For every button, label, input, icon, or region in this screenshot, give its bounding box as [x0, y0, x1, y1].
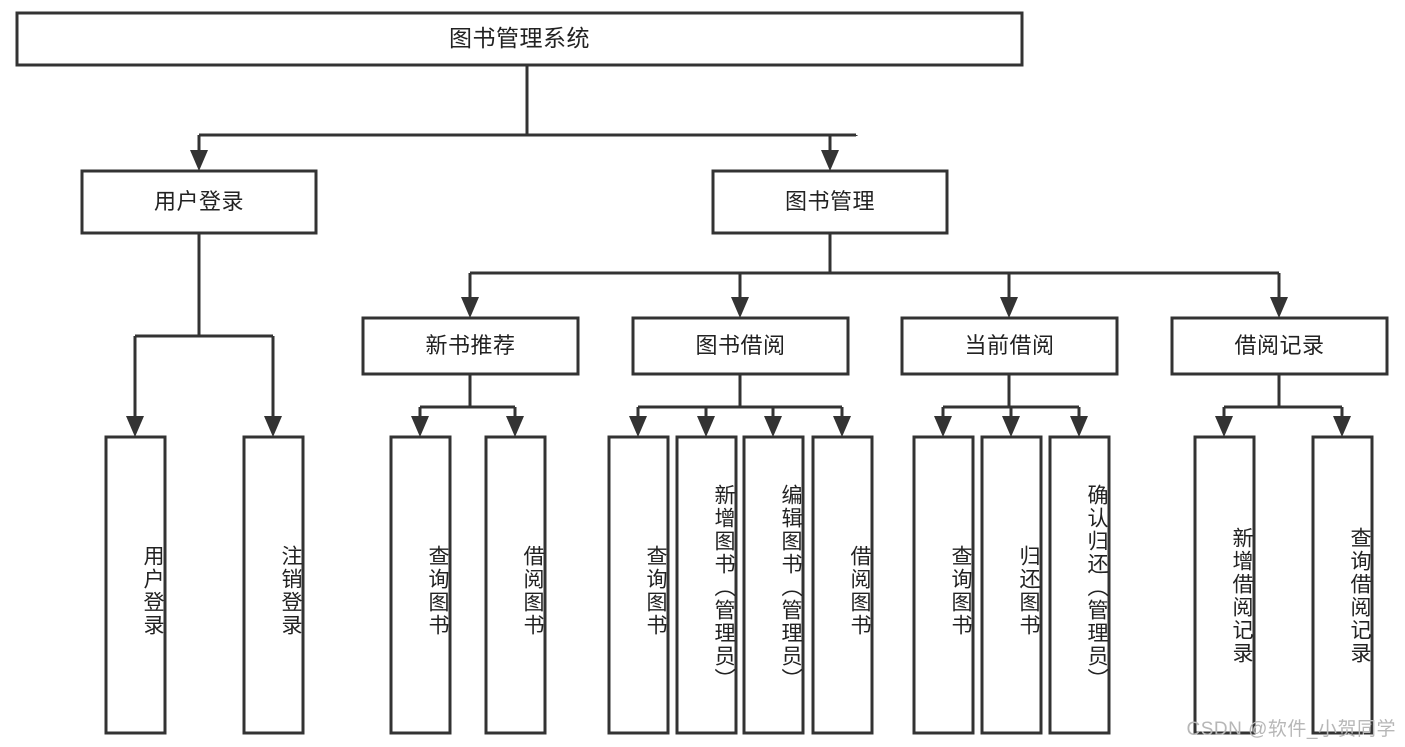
node-box-current-borrow[interactable]	[900, 316, 1119, 376]
arrow-head-leaf-confirm-return	[1070, 416, 1088, 437]
arrow-head-leaf-return-book	[1002, 416, 1020, 437]
arrow-head-new-book-recommend	[461, 297, 479, 318]
node-box-borrow-record[interactable]	[1170, 316, 1389, 376]
connector-new-book-recommend-to-leaves	[411, 374, 524, 437]
node-box-leaf-query-book-1[interactable]	[389, 435, 452, 735]
node-box-new-book-recommend[interactable]	[361, 316, 580, 376]
node-box-leaf-query-book-3[interactable]	[912, 435, 975, 735]
arrow-head-leaf-user-logout	[264, 416, 282, 437]
arrow-head-current-borrow	[1000, 297, 1018, 318]
connector-user-login-to-leaves	[126, 233, 282, 437]
connector-book-borrow-to-leaves	[629, 374, 851, 437]
node-box-leaf-user-logout[interactable]	[242, 435, 305, 735]
arrow-head-borrow-record	[1270, 297, 1288, 318]
node-box-leaf-query-book-2[interactable]	[607, 435, 670, 735]
node-box-root[interactable]	[15, 11, 1024, 67]
node-box-book-borrow[interactable]	[631, 316, 850, 376]
arrow-head-leaf-borrow-book-1	[506, 416, 524, 437]
node-box-leaf-add-record[interactable]	[1193, 435, 1256, 735]
node-box-leaf-borrow-book-2[interactable]	[811, 435, 874, 735]
arrow-head-leaf-edit-book	[764, 416, 782, 437]
node-box-leaf-return-book[interactable]	[980, 435, 1043, 735]
arrow-head-leaf-query-book-3	[934, 416, 952, 437]
node-box-leaf-confirm-return[interactable]	[1048, 435, 1111, 735]
arrow-head-leaf-add-book	[697, 416, 715, 437]
arrow-head-leaf-borrow-book-2	[833, 416, 851, 437]
connector-borrow-record-to-leaves	[1215, 374, 1351, 437]
arrow-head-leaf-query-book-1	[411, 416, 429, 437]
arrow-head-leaf-query-book-2	[629, 416, 647, 437]
arrow-head-leaf-query-record	[1333, 416, 1351, 437]
node-box-book-manage[interactable]	[711, 169, 949, 235]
node-box-leaf-add-book[interactable]	[675, 435, 738, 735]
arrow-head-user-login	[190, 150, 208, 171]
arrow-head-book-manage	[821, 150, 839, 171]
node-box-leaf-user-login[interactable]	[104, 435, 167, 735]
connector-current-borrow-to-leaves	[934, 374, 1088, 437]
arrow-head-book-borrow	[731, 297, 749, 318]
arrow-head-leaf-user-login	[126, 416, 144, 437]
arrow-head-leaf-add-record	[1215, 416, 1233, 437]
node-box-leaf-query-record[interactable]	[1311, 435, 1374, 735]
connector-book-manage-to-level3	[461, 233, 1288, 318]
node-box-leaf-borrow-book-1[interactable]	[484, 435, 547, 735]
node-box-user-login[interactable]	[80, 169, 318, 235]
node-box-leaf-edit-book[interactable]	[742, 435, 805, 735]
connector-root-to-level2	[190, 65, 858, 171]
